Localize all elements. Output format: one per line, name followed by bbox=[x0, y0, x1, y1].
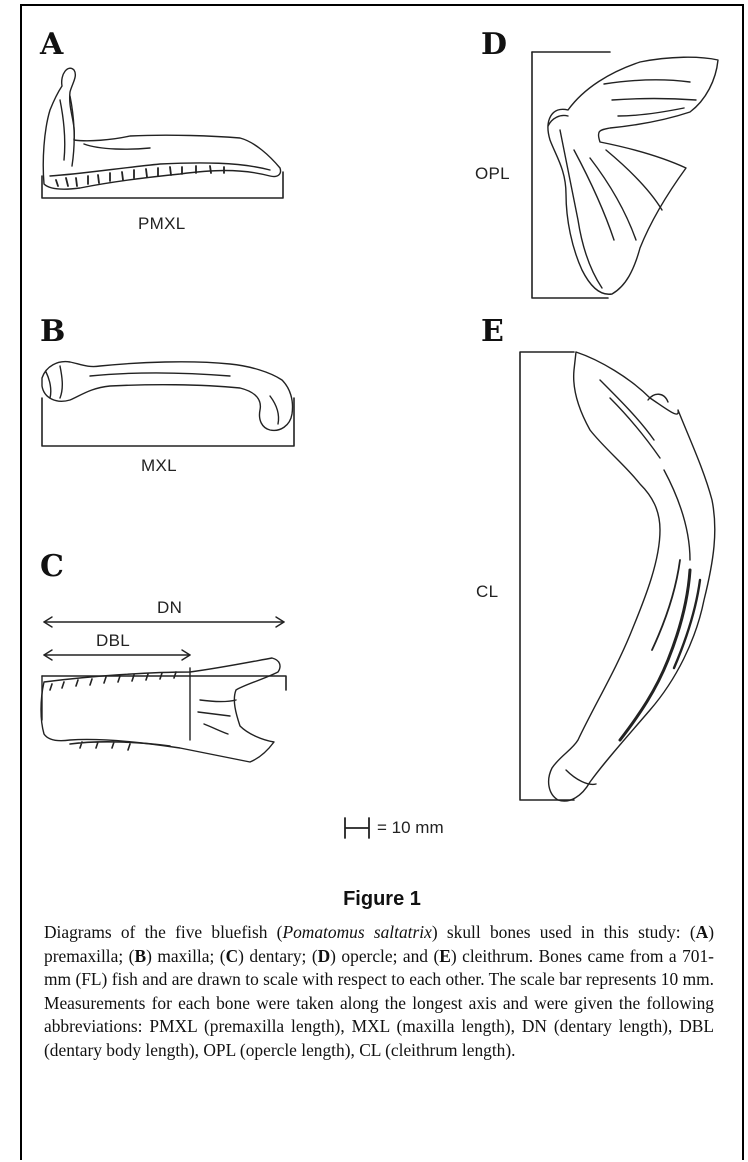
cleithrum-drawing bbox=[520, 352, 715, 801]
premaxilla-drawing bbox=[42, 68, 283, 198]
measure-label-cl: CL bbox=[476, 582, 498, 602]
scale-bar-label: = 10 mm bbox=[377, 818, 444, 838]
measure-label-mxl: MXL bbox=[141, 456, 177, 476]
figure-caption: Diagrams of the five bluefish (Pomatomus… bbox=[44, 921, 714, 1063]
species-name: Pomatomus saltatrix bbox=[282, 922, 431, 942]
measure-label-pmxl: PMXL bbox=[138, 214, 186, 234]
maxilla-drawing bbox=[42, 362, 294, 446]
measure-label-dn: DN bbox=[157, 598, 182, 618]
opercle-drawing bbox=[532, 52, 718, 298]
measure-label-opl: OPL bbox=[475, 164, 510, 184]
dentary-drawing bbox=[41, 617, 286, 762]
measure-label-dbl: DBL bbox=[96, 631, 130, 651]
scale-bar-drawing bbox=[345, 818, 369, 838]
figure-title: Figure 1 bbox=[20, 888, 744, 911]
